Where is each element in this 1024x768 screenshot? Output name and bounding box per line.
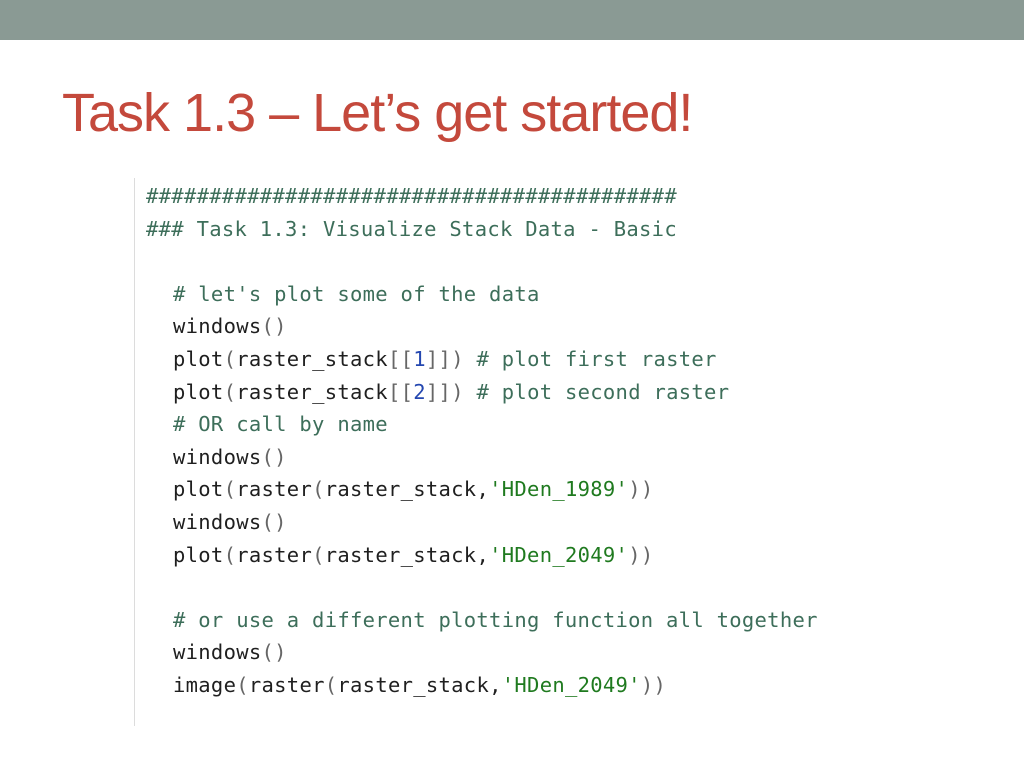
code-string: 'HDen_2049' xyxy=(501,672,641,697)
code-variable: raster_stack xyxy=(324,477,477,502)
code-line: windows() xyxy=(146,506,818,539)
code-paren: ]]) xyxy=(425,346,464,371)
code-function: raster xyxy=(236,477,313,502)
code-paren: [[ xyxy=(387,379,414,404)
code-string: 'HDen_2049' xyxy=(489,542,629,567)
code-number: 1 xyxy=(413,346,426,371)
code-paren: )) xyxy=(628,542,654,567)
code-variable: raster_stack xyxy=(324,542,477,567)
code-paren: ( xyxy=(312,477,325,502)
slide-title: Task 1.3 – Let’s get started! xyxy=(62,83,693,143)
code-comma: , xyxy=(489,672,502,697)
code-function: raster xyxy=(248,672,325,697)
code-screenshot: ########################################… xyxy=(134,178,875,726)
code-paren: [[ xyxy=(387,346,414,371)
code-string: 'HDen_1989' xyxy=(489,477,629,502)
code-function: plot xyxy=(173,542,224,567)
code-variable: raster_stack xyxy=(337,672,490,697)
code-paren: ( xyxy=(223,346,237,371)
code-line: windows() xyxy=(146,441,818,474)
code-function: raster xyxy=(236,542,313,567)
code-line-blank xyxy=(146,571,818,604)
code-line: # or use a different plotting function a… xyxy=(146,604,818,637)
code-function: windows xyxy=(173,444,262,469)
code-function: plot xyxy=(173,379,224,404)
code-paren: ( xyxy=(223,379,237,404)
code-function: image xyxy=(173,672,237,697)
code-line: # OR call by name xyxy=(146,408,818,441)
code-line: image(raster(raster_stack,'HDen_2049')) xyxy=(146,669,818,702)
code-comment: # plot first raster xyxy=(476,346,717,371)
code-comma: , xyxy=(476,477,490,502)
code-comment: ### Task 1.3: Visualize Stack Data - Bas… xyxy=(146,216,677,241)
top-band xyxy=(0,0,1024,40)
code-comment: ########################################… xyxy=(146,184,677,208)
code-comment: # let's plot some of the data xyxy=(173,281,540,306)
code-line: windows() xyxy=(146,636,818,669)
code-paren: () xyxy=(261,314,287,339)
code-line: plot(raster(raster_stack,'HDen_2049')) xyxy=(146,539,818,572)
code-line: ########################################… xyxy=(146,180,818,213)
code-paren: () xyxy=(261,444,287,469)
code-paren: ( xyxy=(223,477,237,502)
code-number: 2 xyxy=(413,379,426,404)
code-paren: ( xyxy=(312,542,325,567)
code-function: windows xyxy=(173,509,262,534)
code-paren: ( xyxy=(223,542,237,567)
code-space xyxy=(464,380,477,404)
code-paren: () xyxy=(261,509,287,534)
code-paren: ]]) xyxy=(425,379,464,404)
code-variable: raster_stack xyxy=(236,379,388,404)
code-paren: )) xyxy=(628,477,654,502)
code-paren: () xyxy=(261,640,287,665)
code-comment: # or use a different plotting function a… xyxy=(173,607,818,632)
code-line: plot(raster_stack[[1]]) # plot first ras… xyxy=(146,343,818,376)
code-line: plot(raster(raster_stack,'HDen_1989')) xyxy=(146,473,818,506)
code-variable: raster_stack xyxy=(236,346,388,371)
code-paren: )) xyxy=(640,672,667,697)
code-paren: ( xyxy=(236,672,249,697)
code-line: plot(raster_stack[[2]]) # plot second ra… xyxy=(146,376,818,409)
code-line-blank xyxy=(146,245,818,278)
code-block: ########################################… xyxy=(146,180,818,702)
code-comment: # OR call by name xyxy=(173,412,388,437)
code-function: plot xyxy=(173,477,224,502)
code-paren: ( xyxy=(324,672,338,697)
code-function: plot xyxy=(173,346,224,371)
code-comment: # plot second raster xyxy=(476,379,730,404)
code-function: windows xyxy=(173,314,262,339)
code-line: # let's plot some of the data xyxy=(146,278,818,311)
code-line: ### Task 1.3: Visualize Stack Data - Bas… xyxy=(146,213,818,246)
code-space xyxy=(464,347,477,371)
code-comma: , xyxy=(476,542,490,567)
code-line: windows() xyxy=(146,310,818,343)
code-function: windows xyxy=(173,640,262,665)
